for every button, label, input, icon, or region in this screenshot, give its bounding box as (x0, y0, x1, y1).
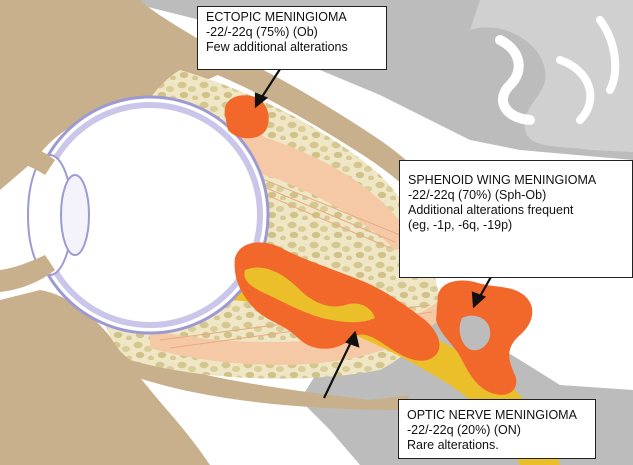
sphenoid-wing-meningioma-callout: SPHENOID WING MENINGIOMA -22/-22q (70%) … (399, 160, 633, 278)
sphenoid-alterations: Additional alterations frequent (408, 203, 624, 218)
sphenoid-deletion: -22/-22q (70%) (Sph-Ob) (408, 188, 624, 203)
eye-lens (61, 175, 89, 255)
optic-title: OPTIC NERVE MENINGIOMA (407, 408, 587, 423)
optic-alterations: Rare alterations. (407, 438, 587, 453)
ectopic-title: ECTOPIC MENINGIOMA (206, 10, 378, 25)
sphenoid-examples: (eg, -1p, -6q, -19p) (408, 218, 624, 233)
sphenoid-title: SPHENOID WING MENINGIOMA (408, 173, 624, 188)
ectopic-deletion: -22/-22q (75%) (Ob) (206, 25, 378, 40)
ectopic-alterations: Few additional alterations (206, 40, 378, 55)
optic-nerve-meningioma-callout: OPTIC NERVE MENINGIOMA -22/-22q (20%) (O… (398, 399, 596, 459)
optic-deletion: -22/-22q (20%) (ON) (407, 423, 587, 438)
ectopic-meningioma-callout: ECTOPIC MENINGIOMA -22/-22q (75%) (Ob) F… (197, 6, 387, 70)
lower-eyelid (0, 255, 55, 292)
